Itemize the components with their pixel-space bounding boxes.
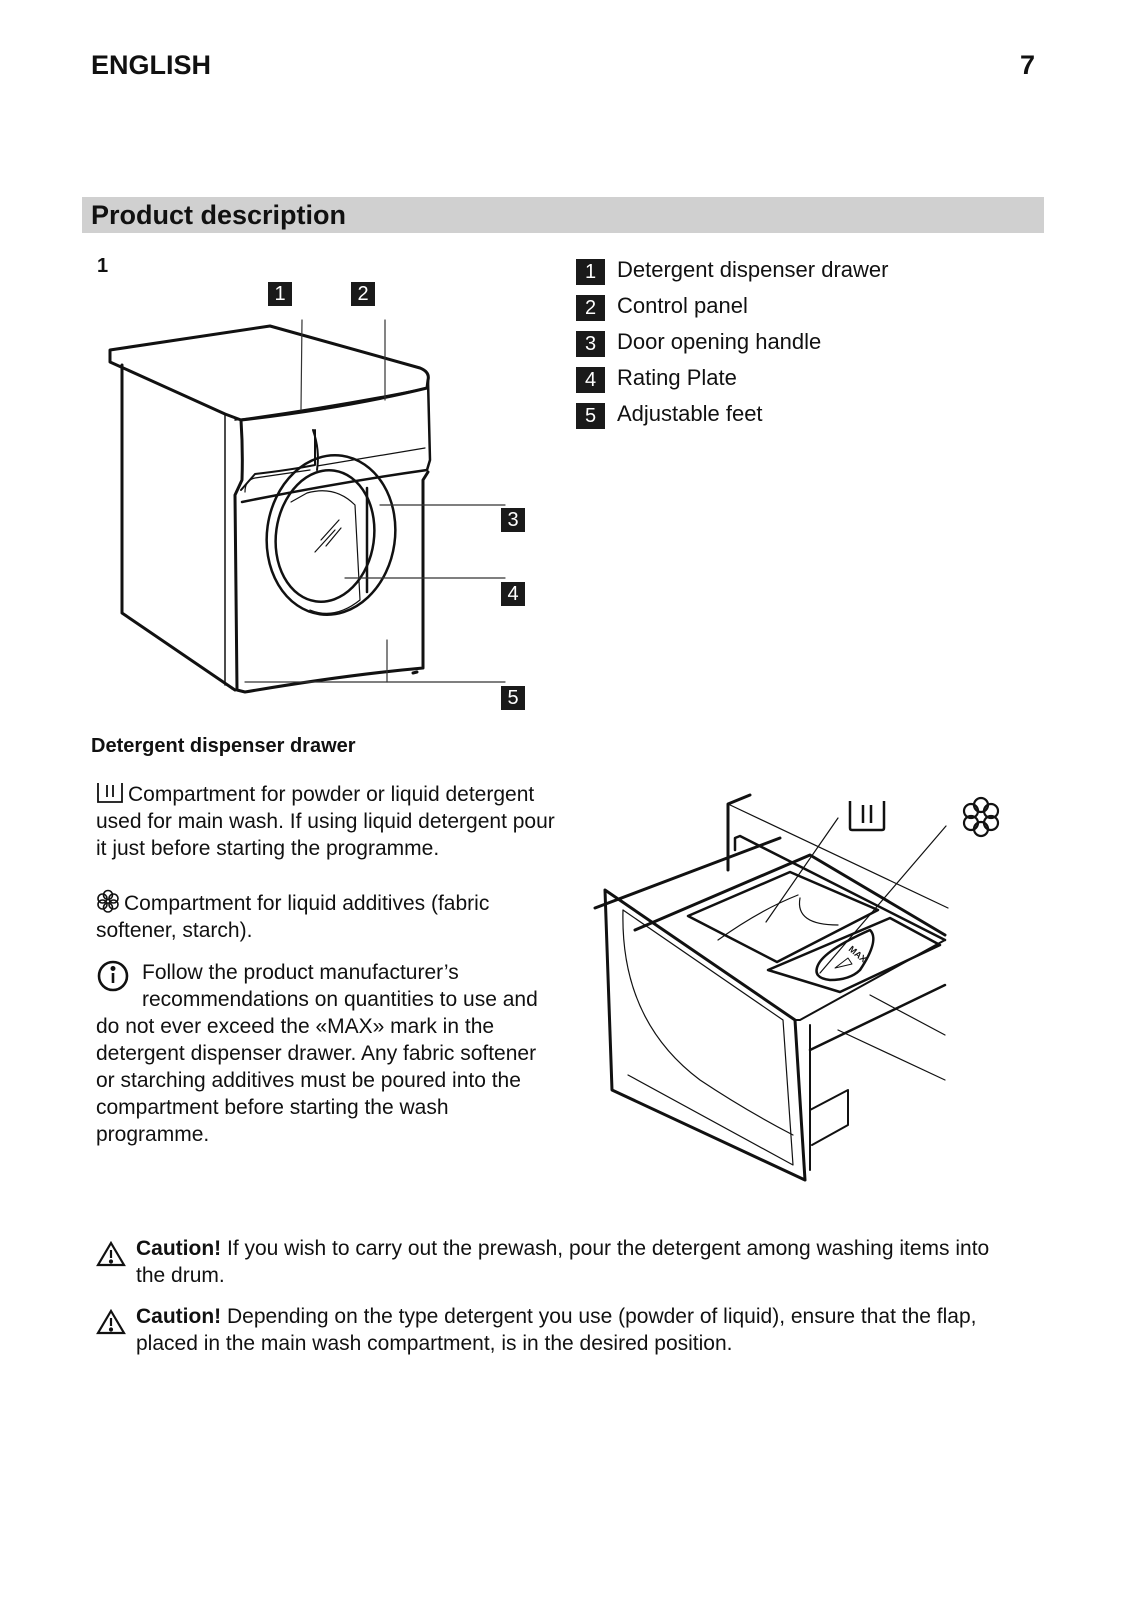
caution-text: If you wish to carry out the prewash, po… xyxy=(136,1237,990,1287)
legend-label: Control panel xyxy=(617,293,748,318)
drawer-subtitle: Detergent dispenser drawer xyxy=(91,735,356,757)
callout-4: 4 xyxy=(501,582,525,606)
legend-badge: 1 xyxy=(576,259,605,285)
main-wash-description: Compartment for powder or liquid deterge… xyxy=(96,781,556,862)
caution-label: Caution! xyxy=(136,1305,222,1328)
legend-item: 3 Door opening handle xyxy=(576,324,888,360)
parts-legend: 1 Detergent dispenser drawer 2 Control p… xyxy=(576,252,888,432)
language-heading: ENGLISH xyxy=(91,50,212,80)
main-wash-compartment-icon xyxy=(97,783,123,803)
softener-text: Compartment for liquid additives (fabric… xyxy=(96,892,490,942)
main-wash-compartment-icon xyxy=(848,801,886,832)
caution-note: Caution! Depending on the type detergent… xyxy=(96,1303,1016,1357)
callout-5: 5 xyxy=(501,686,525,710)
callout-3: 3 xyxy=(501,508,525,532)
caution-note: Caution! If you wish to carry out the pr… xyxy=(96,1235,1016,1289)
info-icon xyxy=(97,960,129,992)
legend-label: Detergent dispenser drawer xyxy=(617,257,889,282)
legend-item: 2 Control panel xyxy=(576,288,888,324)
softener-description: Compartment for liquid additives (fabric… xyxy=(96,889,556,944)
flower-softener-icon xyxy=(962,796,1000,838)
caution-text-block: Caution! Depending on the type detergent… xyxy=(136,1303,1016,1357)
legend-badge: 3 xyxy=(576,331,605,357)
figure-number: 1 xyxy=(97,255,109,277)
caution-text-block: Caution! If you wish to carry out the pr… xyxy=(136,1235,1016,1289)
legend-label: Adjustable feet xyxy=(617,401,763,426)
section-title-bar xyxy=(82,197,1044,233)
washing-machine-illustration xyxy=(108,319,506,694)
legend-item: 4 Rating Plate xyxy=(576,360,888,396)
warning-icon xyxy=(96,1240,126,1267)
legend-item: 5 Adjustable feet xyxy=(576,396,888,432)
info-note: Follow the product manufacturer’s recomm… xyxy=(96,959,556,1148)
callout-2: 2 xyxy=(351,282,375,306)
section-title: Product description xyxy=(91,200,347,230)
legend-label: Door opening handle xyxy=(617,329,822,354)
legend-badge: 4 xyxy=(576,367,605,393)
legend-item: 1 Detergent dispenser drawer xyxy=(576,252,888,288)
callout-1: 1 xyxy=(268,282,292,306)
dispenser-drawer-illustration: MAX xyxy=(593,793,949,1182)
legend-badge: 2 xyxy=(576,295,605,321)
main-wash-text: Compartment for powder or liquid deterge… xyxy=(96,783,555,860)
warning-icon xyxy=(96,1308,126,1335)
legend-label: Rating Plate xyxy=(617,365,737,390)
legend-badge: 5 xyxy=(576,403,605,429)
flower-softener-icon xyxy=(97,889,119,913)
page-number: 7 xyxy=(1020,50,1036,80)
caution-label: Caution! xyxy=(136,1237,222,1260)
info-text: Follow the product manufacturer’s recomm… xyxy=(96,961,538,1146)
caution-text: Depending on the type detergent you use … xyxy=(136,1305,977,1355)
